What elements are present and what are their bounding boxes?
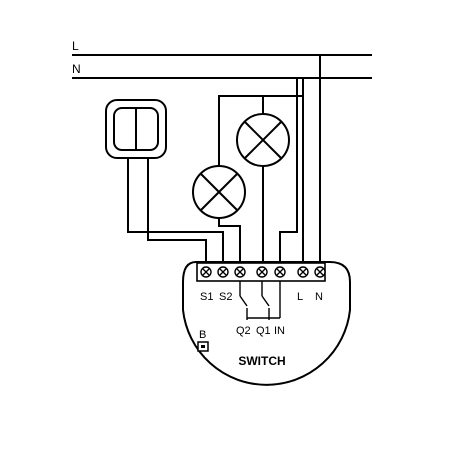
terminal-label-s2: S2: [219, 291, 232, 303]
relay-contacts: [239, 281, 281, 320]
terminal-screw-slot: [236, 268, 244, 276]
terminal-screw-slot: [299, 268, 307, 276]
lamp-icon: [192, 165, 246, 219]
terminal-block: [196, 262, 326, 282]
terminal-label-s1: S1: [200, 291, 213, 303]
terminal-screw-slot: [276, 268, 284, 276]
lamp1-neutral-wire: [218, 95, 263, 166]
lamp-icon: [236, 113, 290, 167]
terminal-screw-slot: [202, 268, 210, 276]
terminal-label-l: L: [297, 291, 303, 303]
module-button-dot: [201, 345, 205, 348]
module-title: SWITCH: [238, 354, 285, 368]
output-label-q2: Q2: [236, 325, 251, 337]
terminal-screw-slot: [258, 268, 266, 276]
switch-wire-s2: [127, 158, 224, 270]
terminal-screw-slot: [316, 268, 324, 276]
neutral-line-label: N: [72, 62, 81, 76]
in-bridge-wire: [279, 78, 298, 270]
output-label-q1: Q1: [256, 325, 271, 337]
output-label-in: IN: [274, 325, 285, 337]
live-line-label: L: [72, 39, 79, 53]
switch-module-body: [182, 261, 351, 386]
lamp1-output-wire: [218, 218, 241, 270]
switch-wire-s1: [147, 158, 207, 270]
terminal-screw-slot: [219, 268, 227, 276]
terminal-label-n: N: [315, 291, 323, 303]
push-button-switch: [105, 99, 167, 159]
button-label: B: [199, 329, 206, 341]
